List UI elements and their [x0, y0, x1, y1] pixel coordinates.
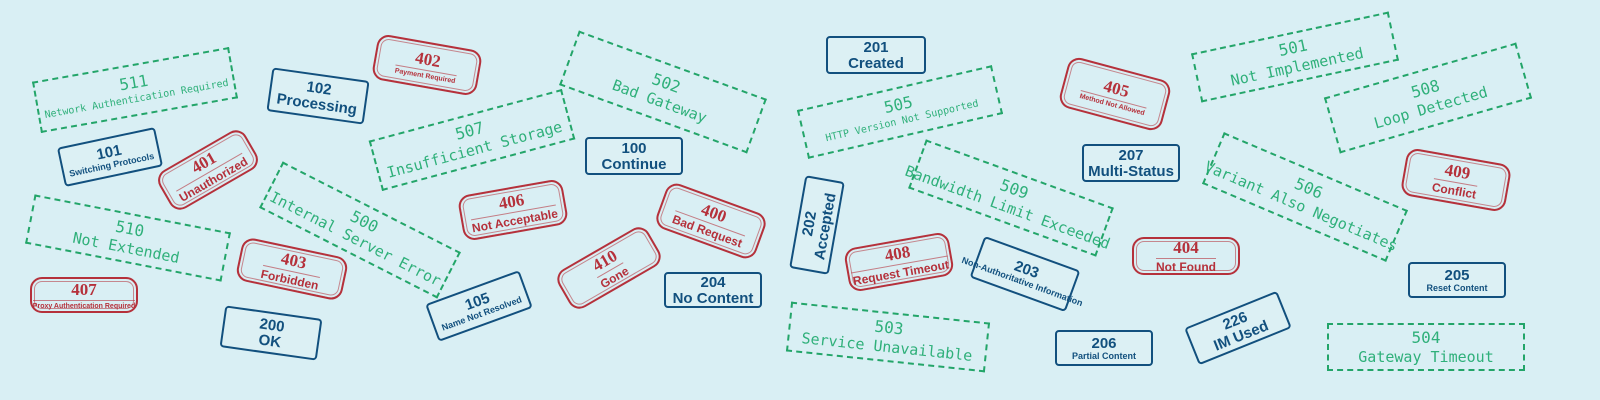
- status-label: Conflict: [1430, 178, 1478, 202]
- status-code: 207: [1118, 146, 1144, 164]
- status-label: Gateway Timeout: [1358, 347, 1494, 366]
- status-code: 503: [873, 316, 905, 339]
- status-code: 402: [413, 47, 443, 71]
- status-code: 205: [1444, 266, 1470, 284]
- status-label: Not Found: [1156, 258, 1216, 274]
- status-label: Accepted: [810, 191, 840, 262]
- status-label: Continue: [601, 155, 667, 173]
- status-code: 404: [1173, 238, 1199, 257]
- status-code: 511: [117, 70, 150, 95]
- status-label: Multi-Status: [1088, 162, 1174, 180]
- status-code: 407: [71, 279, 97, 299]
- status-label: Proxy Authentication Required: [32, 299, 136, 310]
- status-label: Created: [848, 54, 904, 72]
- status-label: Reset Content: [1426, 282, 1488, 293]
- status-code: 206: [1091, 334, 1117, 352]
- status-code: 510: [113, 216, 146, 241]
- status-label: No Content: [672, 289, 754, 307]
- status-code: 100: [621, 139, 647, 157]
- status-code: 408: [883, 242, 912, 266]
- status-code: 504: [1411, 327, 1441, 347]
- status-code: 204: [700, 273, 726, 291]
- status-code: 406: [497, 190, 526, 214]
- status-label: OK: [257, 330, 283, 351]
- status-code: 409: [1443, 160, 1472, 184]
- status-code: 201: [863, 38, 889, 56]
- status-label: Partial Content: [1071, 350, 1136, 361]
